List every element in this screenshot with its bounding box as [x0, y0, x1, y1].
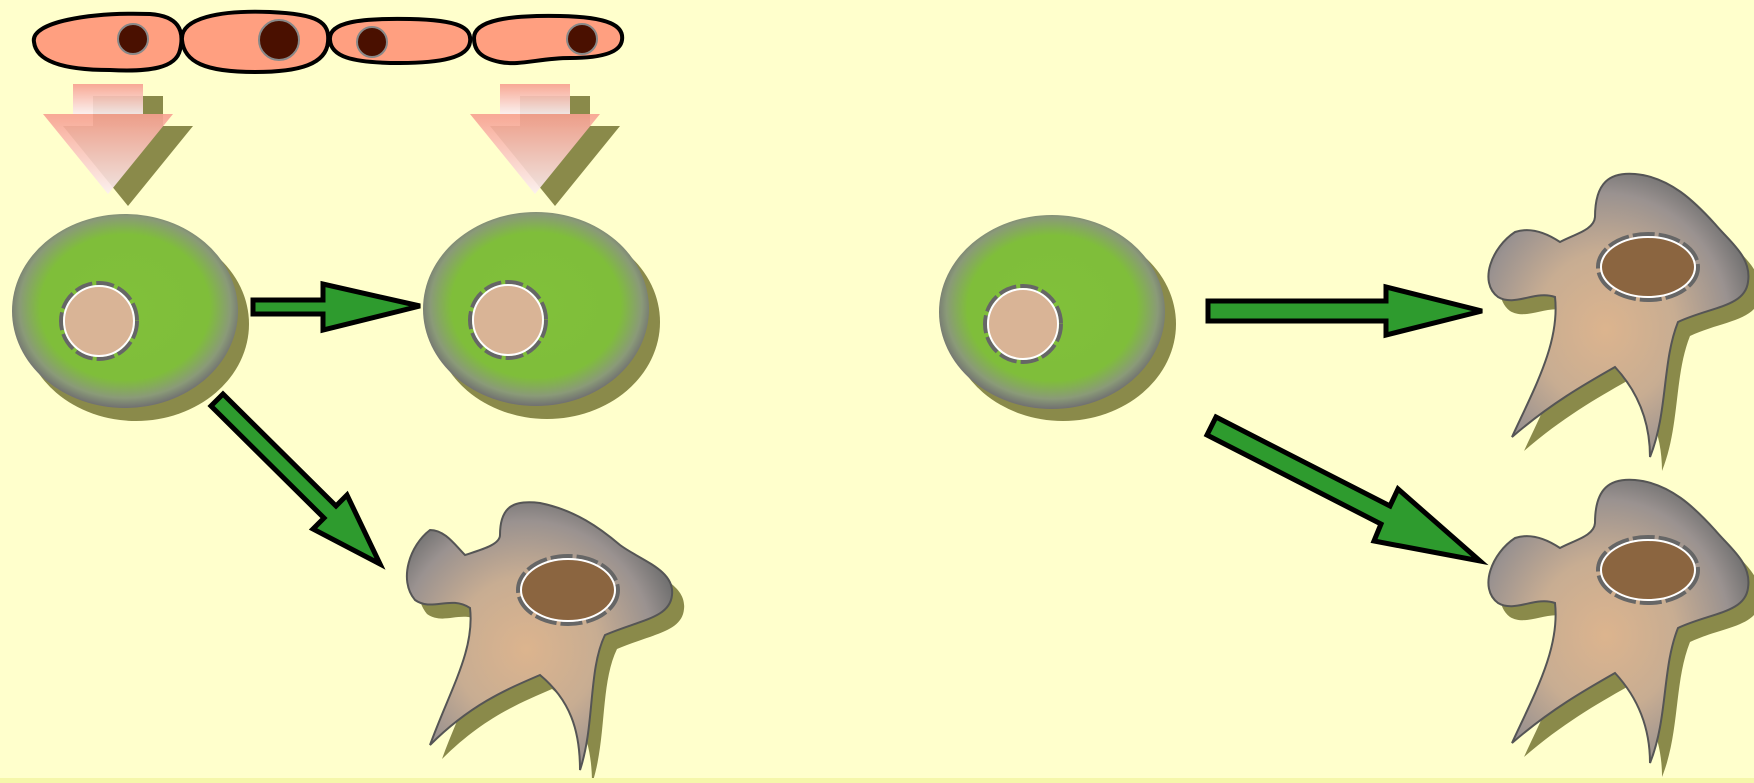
differentiated-cell: [1488, 480, 1754, 777]
stem-nucleus: [470, 282, 546, 358]
niche-cell: [474, 16, 622, 63]
niche-signal: [470, 84, 620, 206]
differentiation-arrow: [1207, 417, 1480, 561]
stem-cell: [423, 212, 660, 419]
niche-cell-row: [34, 12, 622, 72]
differentiated-cell: [1488, 174, 1754, 471]
niche-nucleus: [259, 20, 299, 60]
niche-nucleus: [118, 24, 148, 54]
niche-nucleus: [567, 24, 597, 54]
stem-nucleus: [985, 286, 1061, 362]
niche-cell: [34, 14, 182, 71]
niche-cell: [182, 12, 328, 72]
niche-signal: [43, 84, 193, 206]
differentiation-arrow: [1208, 287, 1482, 335]
stem-nucleus: [61, 283, 137, 359]
differentiated-cell: [407, 502, 684, 783]
stem-cell: [939, 215, 1176, 421]
self-renewal-arrow: [253, 284, 420, 330]
niche-cell: [330, 19, 470, 63]
bottom-strip: [0, 778, 1754, 783]
differentiation-arrow: [211, 394, 380, 564]
niche-nucleus: [357, 27, 387, 57]
stem-cell: [12, 214, 249, 421]
